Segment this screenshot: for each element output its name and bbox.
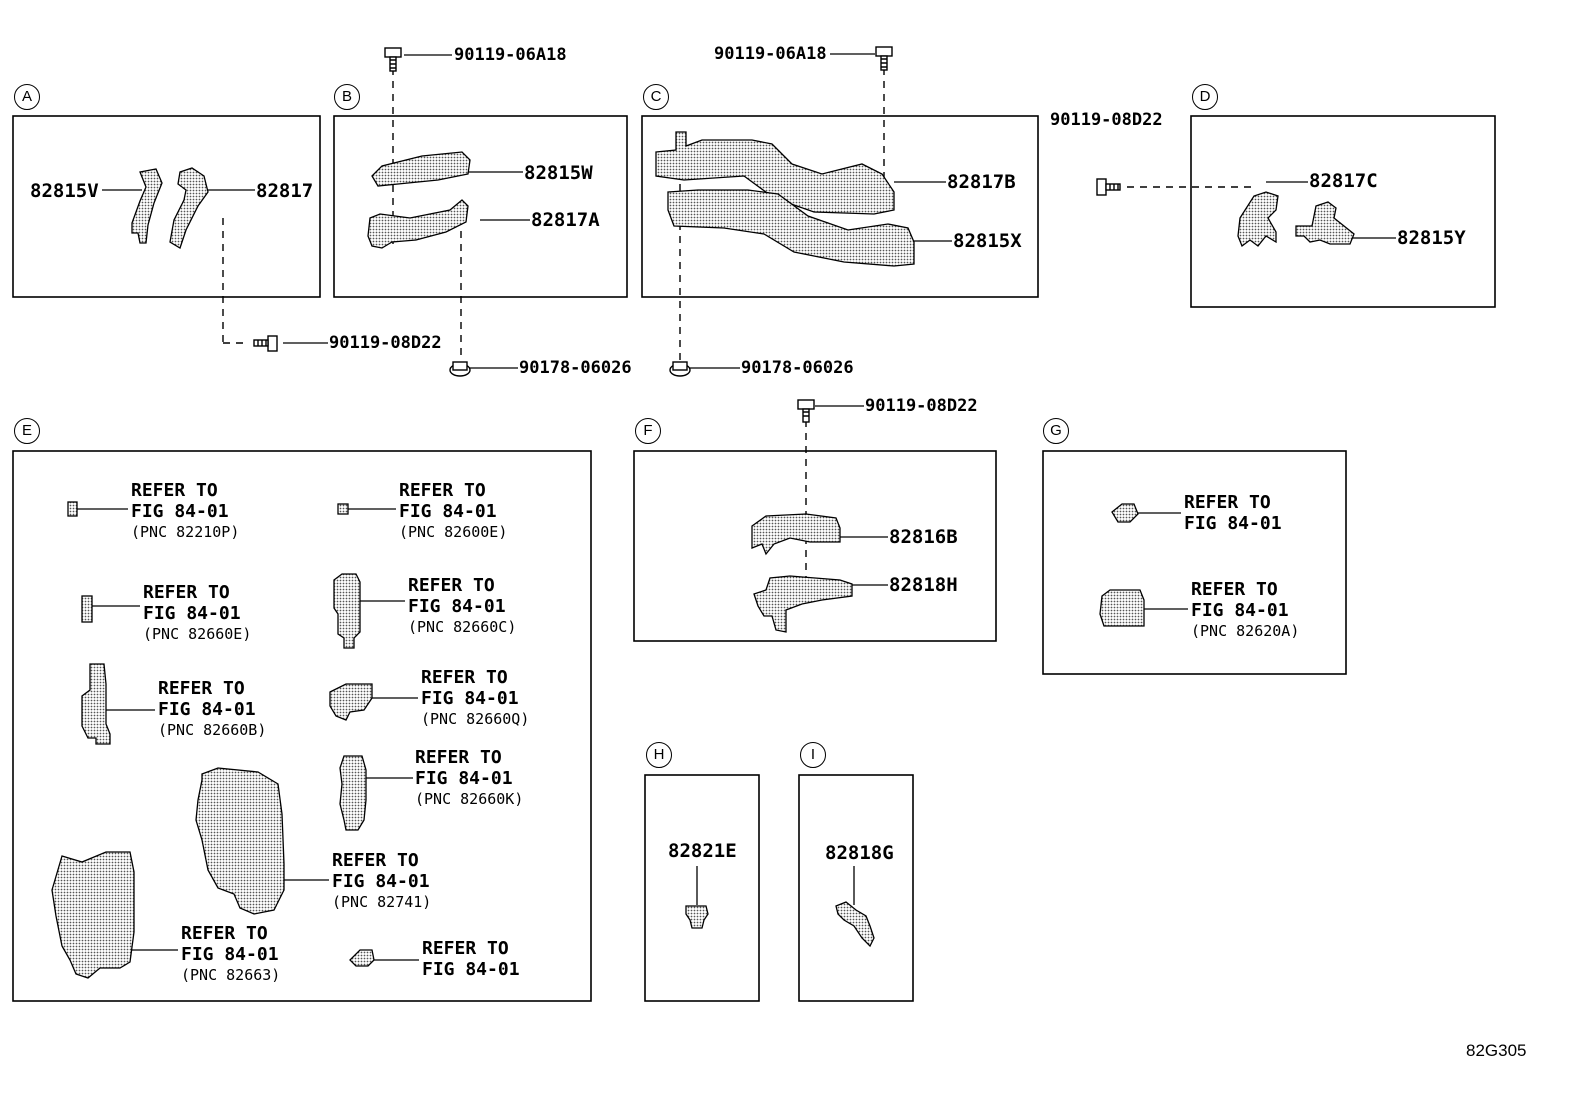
- section-f-marker: F: [635, 418, 661, 444]
- section-b-marker: B: [334, 84, 360, 110]
- clip-icon: [1111, 503, 1139, 523]
- figure-code: 82G305: [1466, 1041, 1527, 1060]
- fastener-label-a-bolt: 90119-08D22: [329, 333, 442, 353]
- section-i-marker: I: [800, 742, 826, 768]
- section-c-box: [641, 115, 1039, 298]
- fastener-label-b-bolt: 90119-06A18: [454, 45, 567, 65]
- part-label-82817a: 82817A: [531, 209, 600, 231]
- connector-82660e-icon: [81, 595, 93, 623]
- section-d-marker: D: [1192, 84, 1218, 110]
- section-a-marker: A: [14, 84, 40, 110]
- part-82815y-icon: [1295, 201, 1355, 245]
- section-b-box: [333, 115, 628, 298]
- refer-note-82660e: REFER TO FIG 84-01 (PNC 82660E): [143, 582, 252, 643]
- bolt-icon: [1096, 178, 1121, 196]
- part-label-82815v: 82815V: [30, 180, 99, 202]
- refer-note-82660k: REFER TO FIG 84-01 (PNC 82660K): [415, 747, 524, 808]
- clip-icon: [349, 949, 375, 967]
- refer-note-82741: REFER TO FIG 84-01 (PNC 82741): [332, 850, 432, 911]
- bolt-icon: [875, 46, 893, 71]
- section-d-box: [1190, 115, 1496, 308]
- part-82817b-icon: [655, 131, 895, 215]
- relay-82660q-icon: [329, 683, 373, 721]
- part-82818h-icon: [753, 575, 853, 633]
- part-82815w-icon: [371, 151, 471, 187]
- part-label-82817b: 82817B: [947, 171, 1016, 193]
- section-g-marker: G: [1043, 418, 1069, 444]
- section-e-box: [12, 450, 592, 1002]
- relay-block-82660k-icon: [339, 755, 367, 831]
- refer-note-clip-e: REFER TO FIG 84-01: [422, 938, 520, 980]
- part-82817a-icon: [367, 199, 469, 249]
- part-label-82817c: 82817C: [1309, 170, 1378, 192]
- nut-icon: [669, 361, 691, 377]
- refer-note-82660c: REFER TO FIG 84-01 (PNC 82660C): [408, 575, 517, 636]
- fastener-label-b-nut: 90178-06026: [519, 358, 632, 378]
- part-82821e-icon: [685, 905, 709, 929]
- part-label-82818h: 82818H: [889, 574, 958, 596]
- part-label-82821e: 82821E: [668, 840, 737, 862]
- connector-82210p-icon: [67, 501, 78, 517]
- fastener-label-f-bolt: 90119-08D22: [865, 396, 978, 416]
- part-82817c-icon: [1237, 191, 1279, 248]
- refer-note-82600e: REFER TO FIG 84-01 (PNC 82600E): [399, 480, 508, 541]
- section-h-box: [644, 774, 760, 1002]
- section-c-marker: C: [643, 84, 669, 110]
- part-label-82816b: 82816B: [889, 526, 958, 548]
- refer-note-82660q: REFER TO FIG 84-01 (PNC 82660Q): [421, 667, 530, 728]
- refer-note-82660b: REFER TO FIG 84-01 (PNC 82660B): [158, 678, 267, 739]
- refer-note-82620a: REFER TO FIG 84-01 (PNC 82620A): [1191, 579, 1300, 640]
- section-g-box: [1042, 450, 1347, 675]
- bolt-icon: [253, 335, 278, 352]
- section-f-box: [633, 450, 997, 642]
- nut-icon: [449, 361, 471, 377]
- relay-82620a-icon: [1099, 589, 1145, 627]
- part-82815v-icon: [131, 168, 163, 244]
- bolt-icon: [384, 47, 402, 72]
- relay-block-82660c-icon: [333, 573, 361, 649]
- fuse-block-82741-icon: [195, 767, 285, 915]
- part-label-82818g: 82818G: [825, 842, 894, 864]
- part-82818g-icon: [835, 901, 875, 948]
- fastener-label-d-bolt: 90119-08D22: [1050, 110, 1163, 130]
- relay-block-82660b-icon: [81, 663, 111, 745]
- part-82817-icon: [169, 167, 209, 249]
- section-e-marker: E: [14, 418, 40, 444]
- fuse-block-82663-icon: [51, 851, 135, 979]
- part-label-82815x: 82815X: [953, 230, 1022, 252]
- refer-note-82663: REFER TO FIG 84-01 (PNC 82663): [181, 923, 281, 984]
- fastener-label-c-bolt: 90119-06A18: [714, 44, 827, 64]
- refer-note-clip-g: REFER TO FIG 84-01: [1184, 492, 1282, 534]
- connector-82600e-icon: [337, 503, 349, 515]
- fastener-label-c-nut: 90178-06026: [741, 358, 854, 378]
- section-h-marker: H: [646, 742, 672, 768]
- section-i-box: [798, 774, 914, 1002]
- part-label-82817: 82817: [256, 180, 314, 202]
- part-82816b-icon: [751, 513, 841, 556]
- part-label-82815w: 82815W: [524, 162, 593, 184]
- bolt-icon: [797, 399, 815, 423]
- part-label-82815y: 82815Y: [1397, 227, 1466, 249]
- refer-note-82210p: REFER TO FIG 84-01 (PNC 82210P): [131, 480, 240, 541]
- part-82815x-icon: [667, 189, 915, 267]
- section-a-box: [12, 115, 321, 298]
